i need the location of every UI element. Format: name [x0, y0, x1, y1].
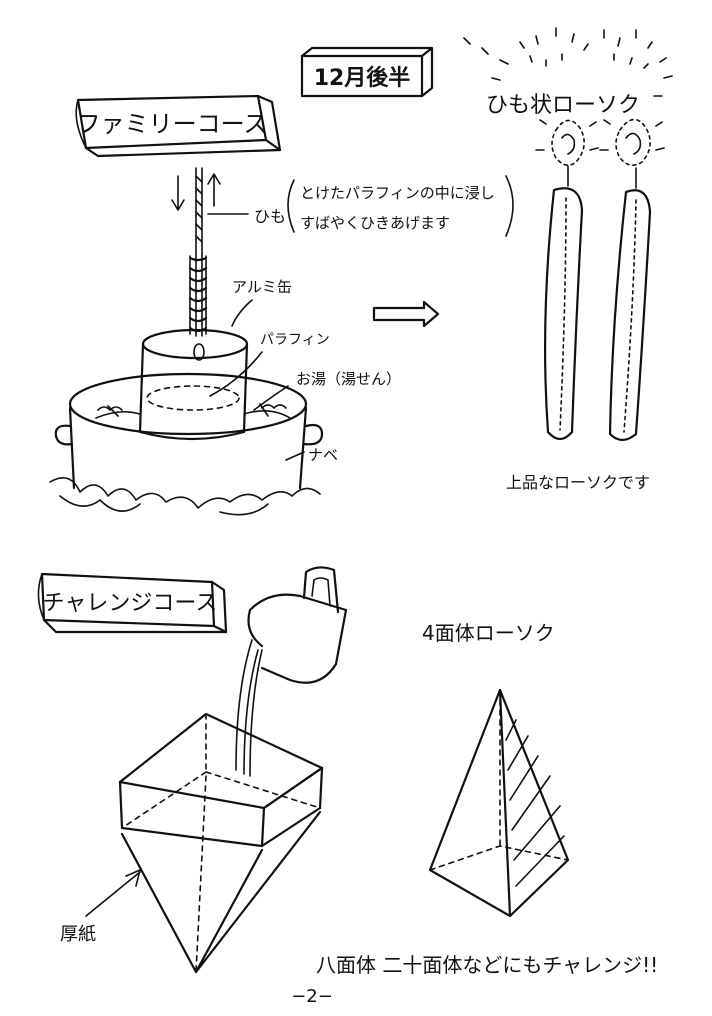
string-candle-title: ひも状ローソク — [486, 93, 640, 118]
pouring-cup — [235, 566, 348, 777]
can-and-pot-diagram — [49, 299, 324, 516]
section-label-box: 12月後半 — [300, 46, 434, 98]
challenge-course-title: チャレンジコース — [43, 591, 218, 616]
string-candle-left — [535, 119, 599, 441]
instruction-line-1: とけたパラフィンの中に浸し — [300, 184, 495, 202]
right-arrow-icon — [372, 300, 440, 328]
string-candle-right — [599, 118, 665, 442]
instruction-line-2: すばやくひきあげます — [300, 214, 450, 232]
cardboard-label: 厚紙 — [60, 924, 96, 945]
tetrahedron-title: 4面体ローソク — [422, 621, 555, 645]
box-mold-diagram — [118, 712, 324, 974]
string-label: ひも — [254, 207, 286, 226]
pot-label: ナベ — [308, 446, 338, 464]
section-label: 12月後半 — [314, 65, 411, 91]
tetrahedron-diagram — [428, 688, 570, 918]
hot-water-label: お湯（湯せん） — [296, 370, 401, 388]
string-dipping-diagram — [171, 167, 221, 361]
family-course-banner: ファミリーコース — [75, 94, 282, 158]
string-candle-caption: 上品なローソクです — [506, 473, 650, 492]
can-label: アルミ缶 — [232, 278, 292, 296]
family-course-title: ファミリーコース — [77, 110, 268, 138]
challenge-course-banner: チャレンジコース — [37, 572, 228, 634]
sparkle-marks — [463, 27, 673, 97]
footer-note: 八面体 二十面体などにもチャレンジ!! — [316, 953, 658, 977]
paraffin-label: パラフィン — [260, 332, 330, 348]
page-number: −2− — [291, 986, 333, 1007]
